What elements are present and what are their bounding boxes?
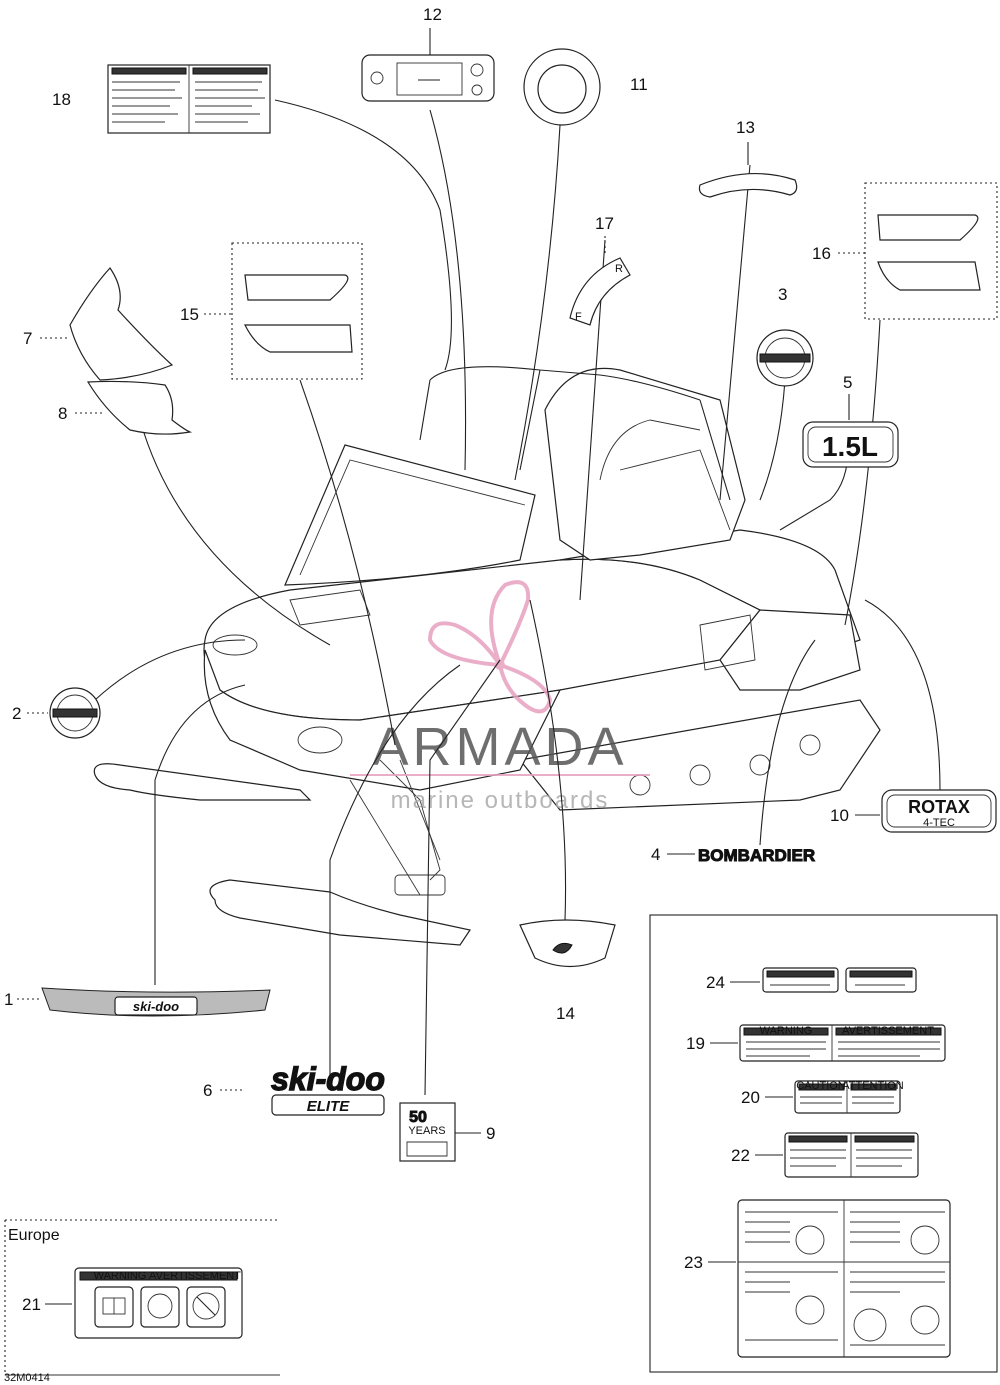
callout-9: 9	[486, 1124, 495, 1143]
callout-2: 2	[12, 704, 21, 723]
part-4-bombardier-decal: 4 BOMBARDIER	[651, 845, 816, 866]
callout-23: 23	[684, 1253, 703, 1272]
callout-7: 7	[23, 329, 32, 348]
callout-20: 20	[741, 1088, 760, 1107]
part-7-side-decal: 7	[23, 267, 174, 381]
label-19-warning: WARNING	[760, 1025, 813, 1037]
elite-text: ELITE	[307, 1098, 350, 1115]
part-11-ignition-ring: 11	[523, 48, 648, 126]
callout-22: 22	[731, 1146, 750, 1165]
part-6-skidoo-elite-badge: 6 ski-doo ELITE	[203, 1060, 386, 1116]
part-8-side-decal: 8	[58, 380, 193, 435]
part-2-bombardier-badge: 2	[12, 687, 101, 739]
rotax-text: ROTAX	[908, 797, 970, 817]
europe-label: Europe	[8, 1227, 60, 1244]
snowmobile-illustration	[93, 366, 881, 946]
callout-24: 24	[706, 973, 725, 992]
diagram-code: 32M0414	[4, 1372, 50, 1384]
part-3-bombardier-badge: 3	[756, 285, 814, 387]
propeller-logo	[427, 580, 553, 714]
part-16-side-decals: 16	[812, 182, 998, 320]
callout-15: 15	[180, 305, 199, 324]
callout-5: 5	[843, 373, 852, 392]
part-13-trim-decal: 13	[698, 118, 798, 198]
part-15-hood-decals: 15	[180, 242, 363, 380]
part-9-anniversary-decal: 50 YEARS 9	[399, 1102, 495, 1162]
label-20-caution: CAUTION	[796, 1080, 846, 1092]
part-10-rotax-badge: 10 ROTAX 4-TEC	[830, 789, 997, 833]
watermark-tagline: marine outboards	[391, 787, 610, 814]
callout-16: 16	[812, 244, 831, 263]
callout-1: 1	[4, 990, 13, 1009]
callout-18: 18	[52, 90, 71, 109]
anniversary-number: 50	[409, 1109, 427, 1126]
label-21-warning: WARNING	[94, 1270, 147, 1282]
label-20-attention: ATTENTION	[842, 1080, 904, 1092]
europe-section: Europe 21 WARNING AVERTISSEMENT	[4, 1219, 280, 1376]
callout-14: 14	[556, 1004, 575, 1023]
choke-f-text: F	[575, 311, 582, 323]
rotax-sub-text: 4-TEC	[923, 817, 955, 829]
part-18-warning-label: 18	[52, 64, 271, 134]
choke-r-text: R	[615, 263, 623, 275]
callout-12: 12	[423, 5, 442, 24]
callout-17: 17	[595, 214, 614, 233]
callout-6: 6	[203, 1081, 212, 1100]
skidoo-strip-text: ski-doo	[133, 999, 179, 1014]
callout-21: 21	[22, 1295, 41, 1314]
callout-11: 11	[630, 75, 648, 94]
callout-8: 8	[58, 404, 67, 423]
label-19-avertissement: AVERTISSEMENT	[842, 1025, 934, 1037]
displacement-text: 1.5L	[822, 431, 878, 462]
callout-4: 4	[651, 845, 660, 864]
anniversary-sub: YEARS	[408, 1125, 445, 1137]
watermark: ARMADA marine outboards	[350, 580, 650, 814]
warning-labels-panel: 24 19 WARNING AVERTISSEMENT 20 CAUTION A…	[649, 914, 998, 1373]
watermark-brand: ARMADA	[372, 717, 627, 777]
callout-3: 3	[778, 285, 787, 304]
part-12-gauge-decal: 12	[361, 5, 495, 102]
callout-19: 19	[686, 1034, 705, 1053]
skidoo-badge-text: ski-doo	[271, 1061, 385, 1097]
callout-13: 13	[736, 118, 755, 137]
callout-10: 10	[830, 806, 849, 825]
label-21-avertissement: AVERTISSEMENT	[149, 1270, 241, 1282]
part-14-front-decal: 14	[519, 919, 616, 1023]
bombardier-text: BOMBARDIER	[698, 846, 815, 865]
part-17-choke-decal: 17 F R	[569, 214, 631, 326]
part-5-displacement-badge: 5 1.5L	[802, 373, 899, 468]
part-1-skidoo-strip: 1 ski-doo	[4, 987, 271, 1017]
